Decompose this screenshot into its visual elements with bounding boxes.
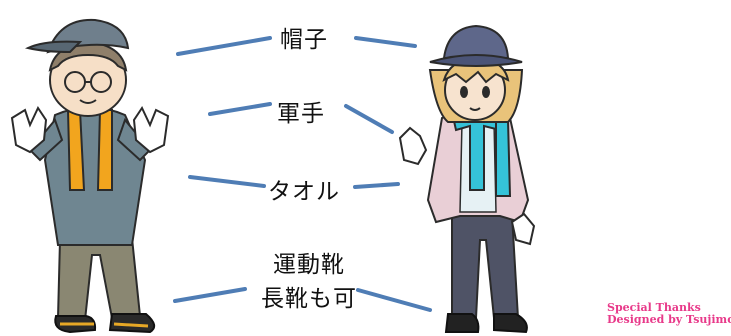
connector-hat-left xyxy=(176,36,272,56)
shoes-label-line1: 運動靴 xyxy=(273,252,345,278)
connector-shoes-right xyxy=(356,288,432,312)
connector-hat-right xyxy=(354,36,417,48)
connector-towel-right xyxy=(353,182,400,189)
connector-gloves-left xyxy=(208,102,272,116)
gloves-label: 軍手 xyxy=(277,101,325,127)
left-character xyxy=(10,18,170,334)
towel-label: タオル xyxy=(268,179,340,205)
credit-line1: Special Thanks xyxy=(607,301,701,314)
connector-shoes-left xyxy=(173,287,247,303)
right-character xyxy=(398,24,536,334)
shoes-label: 運動靴 長靴も可 xyxy=(261,248,357,316)
connector-towel-left xyxy=(188,175,266,188)
connector-gloves-right xyxy=(344,104,394,134)
connector-lines xyxy=(173,36,432,312)
hat-label: 帽子 xyxy=(280,27,328,53)
credit-line2: Designed by Tsujimc xyxy=(607,313,731,326)
credits: Special Thanks Designed by Tsujimc xyxy=(607,302,731,326)
shoes-label-line2: 長靴も可 xyxy=(261,286,357,312)
